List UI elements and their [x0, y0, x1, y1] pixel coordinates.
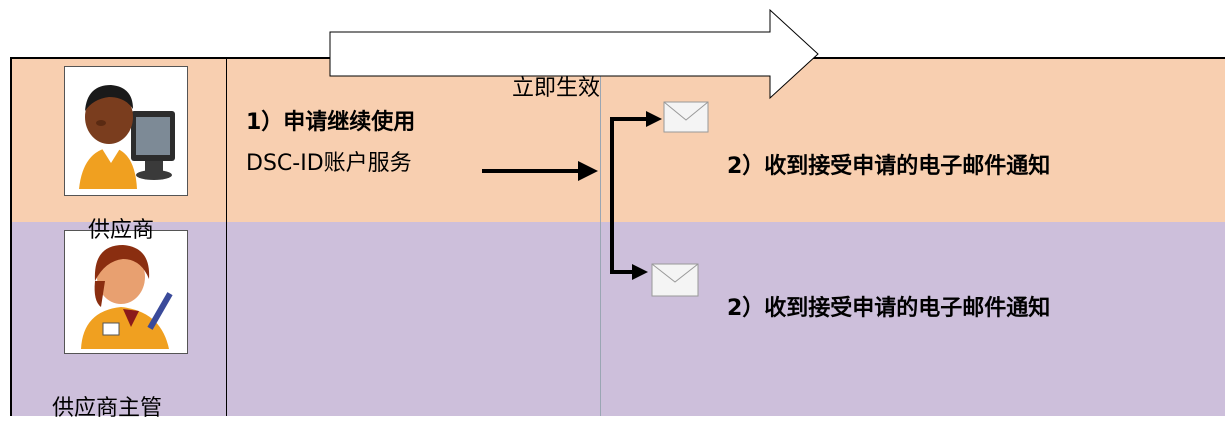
effective-immediately-arrow: [329, 8, 819, 100]
manager-notification: 2）收到接受申请的电子邮件通知: [727, 296, 1051, 321]
supplier-avatar: [64, 66, 188, 196]
branch-supplier-head: [646, 111, 662, 127]
step1-title: 1）申请继续使用: [246, 110, 416, 135]
person-at-computer-icon: [79, 85, 175, 189]
envelope-icon: [663, 101, 709, 133]
manager-lane: [10, 222, 1225, 416]
step1-subtitle: DSC-ID账户服务: [246, 151, 412, 176]
person-writing-icon: [81, 245, 173, 349]
step1-arrow-head: [578, 161, 598, 181]
lane-divider-middle: [600, 57, 601, 416]
supplier-lane: [10, 57, 1225, 224]
supplier-notification: 2）收到接受申请的电子邮件通知: [727, 154, 1051, 179]
supplier-role-label: 供应商: [88, 218, 155, 243]
effective-immediately-label: 立即生效: [512, 76, 601, 101]
lane-divider-left: [226, 57, 227, 416]
manager-avatar: [64, 230, 188, 354]
envelope-icon: [651, 263, 699, 297]
branch-manager-head: [632, 264, 648, 280]
